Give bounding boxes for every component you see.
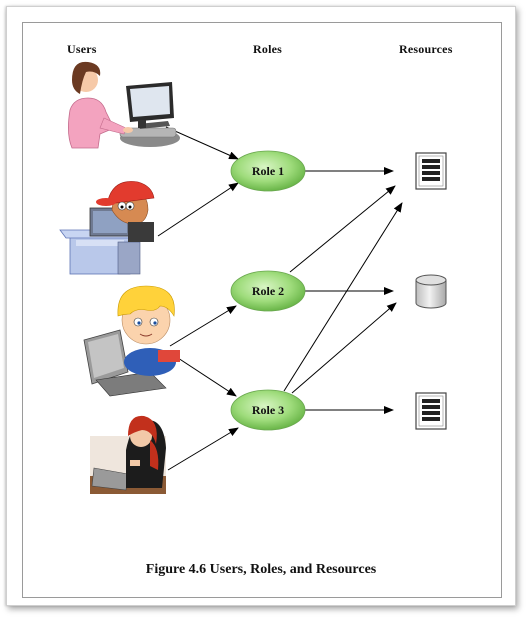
woman-with-laptop-icon (90, 415, 166, 494)
arrow-user1-role1 (165, 126, 239, 160)
user-role-arrows (157, 126, 239, 471)
role-node-1: Role 1 (230, 150, 306, 192)
document-server-icon (415, 392, 447, 430)
blond-boy-at-computer-icon (83, 285, 180, 397)
users-column-header: Users (67, 42, 97, 56)
arrow-role2-resource1 (289, 185, 396, 273)
figure-caption: Figure 4.6 Users, Roles, and Resources (145, 562, 377, 577)
role-3-label: Role 3 (252, 403, 284, 417)
database-cylinder-icon (415, 274, 447, 309)
arrow-role3-resource1 (283, 202, 403, 392)
role-1-label: Role 1 (252, 164, 284, 178)
arrow-user3-role3 (177, 357, 237, 397)
role-resource-arrows (283, 167, 403, 414)
resources-column-header: Resources (399, 42, 453, 56)
role-2-label: Role 2 (252, 284, 284, 298)
arrow-role3-resource2 (291, 302, 397, 394)
boy-with-cap-at-computer-icon (59, 181, 155, 275)
woman-at-desktop-icon (68, 61, 180, 149)
roles-column-header: Roles (253, 42, 282, 56)
arrow-user3-role2 (169, 305, 237, 347)
role-node-3: Role 3 (230, 389, 306, 431)
arrow-user2-role1 (157, 182, 239, 237)
document-server-icon (415, 152, 447, 190)
role-node-2: Role 2 (230, 270, 306, 312)
arrow-user4-role3 (167, 427, 239, 471)
